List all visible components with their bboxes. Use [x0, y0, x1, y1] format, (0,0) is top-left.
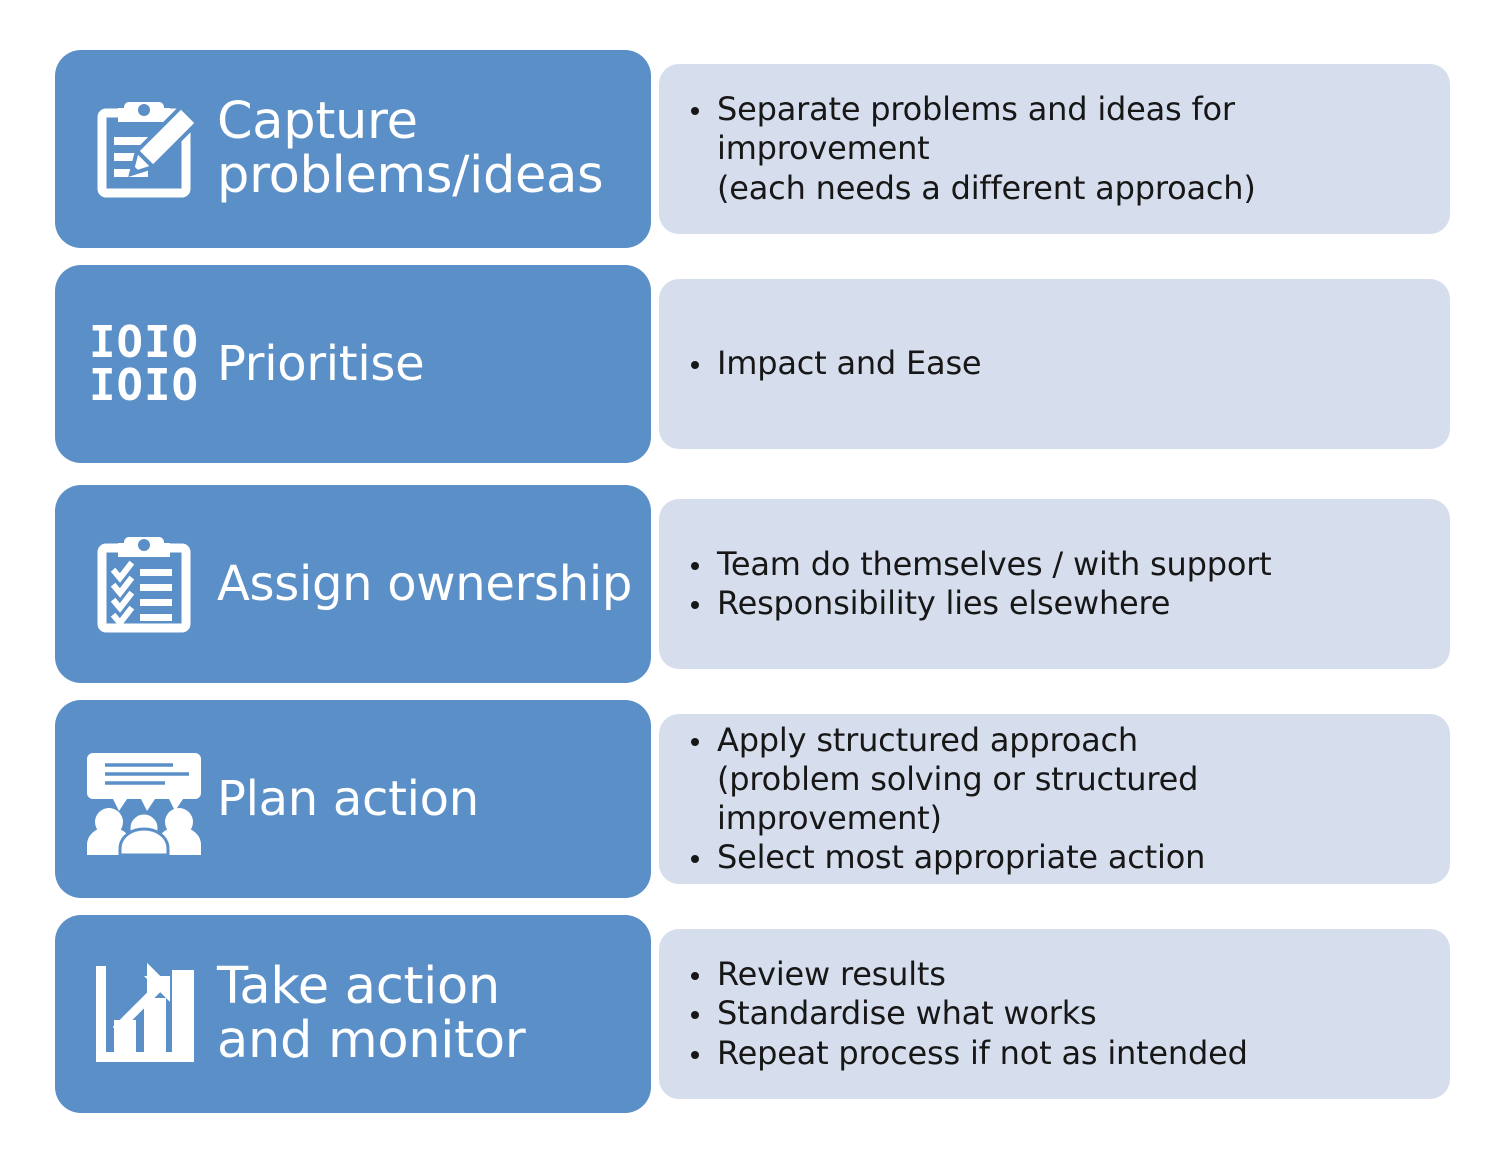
bullet-list: Apply structured approach (problem solvi… — [677, 721, 1428, 877]
detail-panel-capture-problems-ideas: Separate problems and ideas for improvem… — [659, 64, 1450, 234]
list-item: Standardise what works — [677, 994, 1428, 1033]
clipboard-pencil-icon — [85, 90, 203, 208]
binary-line-1: IOIO — [89, 316, 199, 368]
list-item: Review results — [677, 955, 1428, 994]
bullet-list: Team do themselves / with support Respon… — [677, 545, 1428, 623]
step-label: Assign ownership — [217, 555, 633, 612]
list-item: Select most appropriate action — [677, 838, 1428, 877]
step-label: Plan action — [217, 770, 479, 827]
bar-chart-arrow-icon — [85, 955, 203, 1073]
step-card-capture-problems-ideas[interactable]: Capture problems/ideas — [55, 50, 651, 248]
step-label: Take action and monitor — [217, 956, 526, 1070]
binary-digits-icon: IOIO IOIO — [85, 305, 203, 423]
detail-panel-plan-action: Apply structured approach (problem solvi… — [659, 714, 1450, 884]
list-item: Responsibility lies elsewhere — [677, 584, 1428, 623]
process-step-row-1: Capture problems/ideas Separate problems… — [0, 50, 1500, 248]
list-item: Apply structured approach (problem solvi… — [677, 721, 1428, 838]
list-item: Impact and Ease — [677, 344, 1428, 383]
detail-panel-take-action-and-monitor: Review results Standardise what works Re… — [659, 929, 1450, 1099]
bullet-list: Review results Standardise what works Re… — [677, 955, 1428, 1072]
step-card-plan-action[interactable]: Plan action — [55, 700, 651, 898]
detail-panel-assign-ownership: Team do themselves / with support Respon… — [659, 499, 1450, 669]
detail-panel-prioritise: Impact and Ease — [659, 279, 1450, 449]
process-step-row-4: Plan action Apply structured approach (p… — [0, 700, 1500, 898]
step-label: Prioritise — [217, 335, 425, 392]
binary-line-2: IOIO — [89, 360, 199, 411]
bullet-list: Impact and Ease — [677, 344, 1428, 383]
bullet-list: Separate problems and ideas for improvem… — [677, 90, 1428, 207]
process-step-row-3: Assign ownership Team do themselves / wi… — [0, 485, 1500, 683]
list-item: Team do themselves / with support — [677, 545, 1428, 584]
clipboard-checklist-icon — [85, 525, 203, 643]
step-label: Capture problems/ideas — [217, 91, 604, 205]
binary-icon-text: IOIO IOIO — [89, 316, 199, 411]
process-step-row-5: Take action and monitor Review results S… — [0, 915, 1500, 1113]
step-card-take-action-and-monitor[interactable]: Take action and monitor — [55, 915, 651, 1113]
list-item: Separate problems and ideas for improvem… — [677, 90, 1428, 207]
presentation-group-icon — [85, 740, 203, 858]
step-card-prioritise[interactable]: IOIO IOIO Prioritise — [55, 265, 651, 463]
step-card-assign-ownership[interactable]: Assign ownership — [55, 485, 651, 683]
process-step-row-2: IOIO IOIO Prioritise Impact and Ease — [0, 265, 1500, 463]
list-item: Repeat process if not as intended — [677, 1034, 1428, 1073]
